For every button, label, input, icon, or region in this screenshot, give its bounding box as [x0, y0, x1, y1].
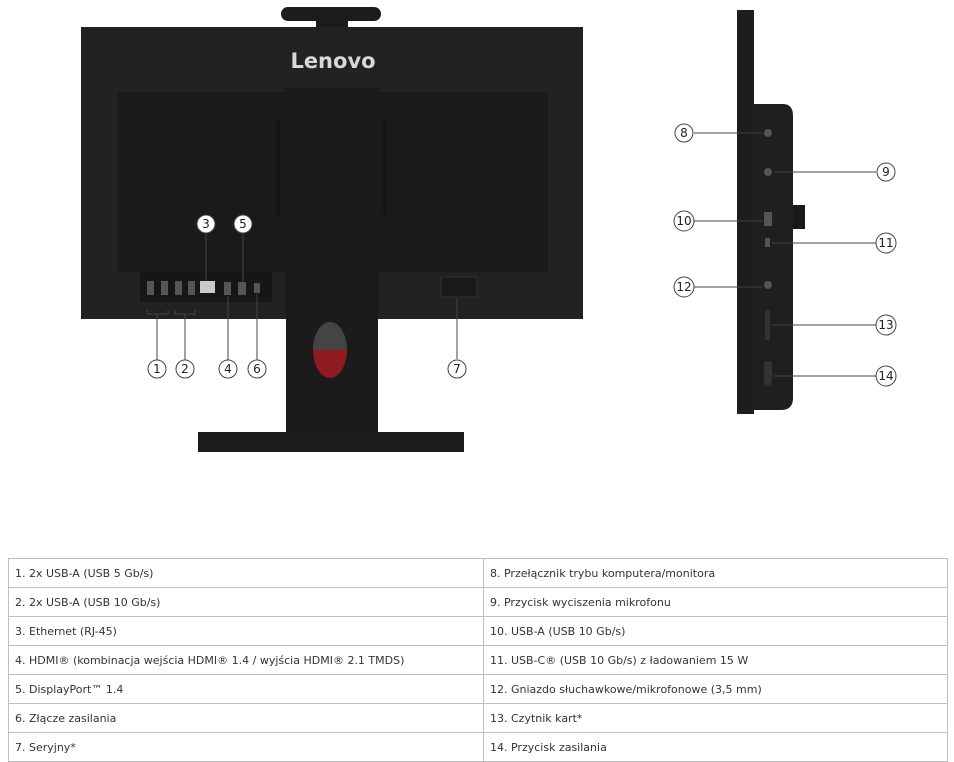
spec-cell: 5. DisplayPort™ 1.4	[8, 674, 484, 704]
svg-text:12: 12	[676, 280, 691, 294]
callout-marker-2: 2	[175, 359, 195, 379]
card-reader-slot	[765, 310, 770, 340]
usb-a-port-group-2	[175, 281, 195, 295]
power-button	[764, 361, 772, 385]
callout-marker-11: 11	[875, 232, 897, 254]
callout-marker-5: 5	[233, 214, 253, 234]
spec-cell: 14. Przycisk zasilania	[483, 732, 948, 762]
svg-text:5: 5	[239, 217, 247, 231]
mic-mute-button	[764, 168, 772, 176]
table-row: 4. HDMI® (kombinacja wejścia HDMI® 1.4 /…	[8, 645, 948, 675]
side-callout-lines	[694, 132, 876, 377]
side-chassis	[751, 104, 793, 410]
svg-text:14: 14	[878, 369, 893, 383]
callout-marker-1: 1	[147, 359, 167, 379]
callout-marker-7: 7	[447, 359, 467, 379]
audio-jack	[764, 281, 772, 289]
callout-marker-8: 8	[674, 123, 694, 143]
table-row: 2. 2x USB-A (USB 10 Gb/s)9. Przycisk wyc…	[8, 587, 948, 617]
callout-marker-4: 4	[218, 359, 238, 379]
vent-slot-left	[276, 120, 280, 215]
side-usb-a-port	[764, 212, 772, 226]
table-row: 3. Ethernet (RJ-45)10. USB-A (USB 10 Gb/…	[8, 616, 948, 646]
svg-text:8: 8	[680, 126, 688, 140]
side-view: 8 9 10 11 12 13 14	[673, 10, 897, 414]
displayport-port	[238, 282, 246, 295]
spec-cell: 2. 2x USB-A (USB 10 Gb/s)	[8, 587, 484, 617]
callout-marker-14: 14	[875, 365, 897, 387]
svg-text:13: 13	[878, 318, 893, 332]
svg-text:1: 1	[153, 362, 161, 376]
spec-cell: 10. USB-A (USB 10 Gb/s)	[483, 616, 948, 646]
svg-text:9: 9	[882, 165, 890, 179]
ethernet-port	[200, 281, 215, 293]
spec-cell: 9. Przycisk wyciszenia mikrofonu	[483, 587, 948, 617]
spec-cell: 1. 2x USB-A (USB 5 Gb/s)	[8, 558, 484, 588]
side-usb-c-port	[765, 238, 770, 247]
spec-cell: 12. Gniazdo słuchawkowe/mikrofonowe (3,5…	[483, 674, 948, 704]
callout-marker-9: 9	[876, 162, 896, 182]
logo: Lenovo	[290, 49, 375, 73]
svg-text:10: 10	[676, 214, 691, 228]
spec-cell: 6. Złącze zasilania	[8, 703, 484, 733]
stand-base	[198, 432, 464, 452]
svg-text:3: 3	[202, 217, 210, 231]
spec-cell: 3. Ethernet (RJ-45)	[8, 616, 484, 646]
side-display-panel	[737, 10, 754, 414]
spec-cell: 8. Przełącznik trybu komputera/monitora	[483, 558, 948, 588]
spec-cell: 11. USB-C® (USB 10 Gb/s) z ładowaniem 15…	[483, 645, 948, 675]
svg-text:4: 4	[224, 362, 232, 376]
svg-text:7: 7	[453, 362, 461, 376]
product-diagram: Lenovo 1 2 3	[81, 7, 897, 452]
table-row: 7. Seryjny*14. Przycisk zasilania	[8, 732, 948, 762]
callout-marker-12: 12	[673, 276, 695, 298]
stand-cable-cutout-shade	[313, 322, 347, 350]
usb-a-port-group-1	[147, 281, 168, 295]
callout-marker-3: 3	[196, 214, 216, 234]
spec-cell: 13. Czytnik kart*	[483, 703, 948, 733]
table-row: 1. 2x USB-A (USB 5 Gb/s)8. Przełącznik t…	[8, 558, 948, 588]
svg-text:6: 6	[253, 362, 261, 376]
webcam-mount	[316, 19, 348, 28]
mode-switch	[764, 129, 772, 137]
spec-table: 1. 2x USB-A (USB 5 Gb/s)8. Przełącznik t…	[8, 558, 948, 762]
side-stand-bracket	[793, 205, 805, 229]
callout-marker-13: 13	[875, 314, 897, 336]
vent-slot-right	[383, 120, 387, 215]
stand-column	[286, 88, 378, 440]
rear-callout-lines	[146, 234, 458, 360]
serial-port-cover	[440, 276, 478, 298]
svg-text:11: 11	[878, 236, 893, 250]
spec-cell: 7. Seryjny*	[8, 732, 484, 762]
hdmi-port	[224, 282, 231, 295]
svg-text:2: 2	[181, 362, 189, 376]
rear-view: Lenovo 1 2 3	[81, 7, 583, 452]
callout-marker-10: 10	[673, 210, 695, 232]
power-connector	[254, 283, 260, 293]
webcam	[281, 7, 381, 21]
callout-marker-6: 6	[247, 359, 267, 379]
spec-cell: 4. HDMI® (kombinacja wejścia HDMI® 1.4 /…	[8, 645, 484, 675]
